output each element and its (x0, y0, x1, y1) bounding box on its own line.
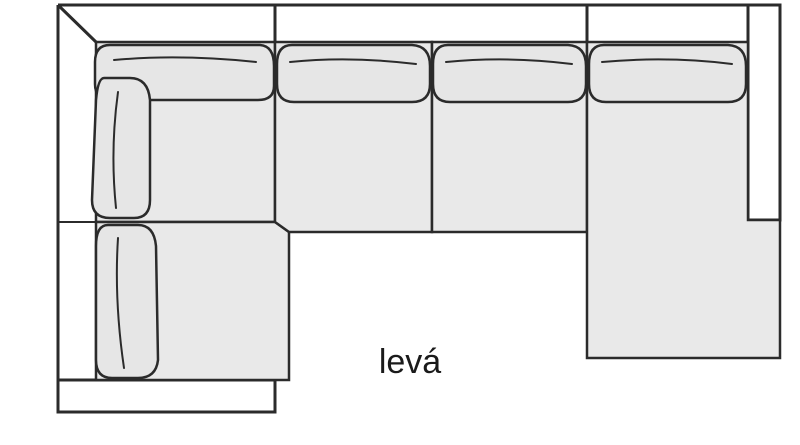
right-side-frame (746, 3, 782, 222)
side-cushion-upper (90, 76, 152, 220)
back-cushion-1 (275, 43, 432, 104)
right-chaise-seat (585, 40, 782, 360)
orientation-label: levá (378, 343, 442, 381)
back-cushion-2 (431, 43, 588, 104)
side-cushion-lower (94, 223, 160, 380)
back-cushion-3 (587, 43, 748, 104)
back-rail (58, 3, 750, 43)
